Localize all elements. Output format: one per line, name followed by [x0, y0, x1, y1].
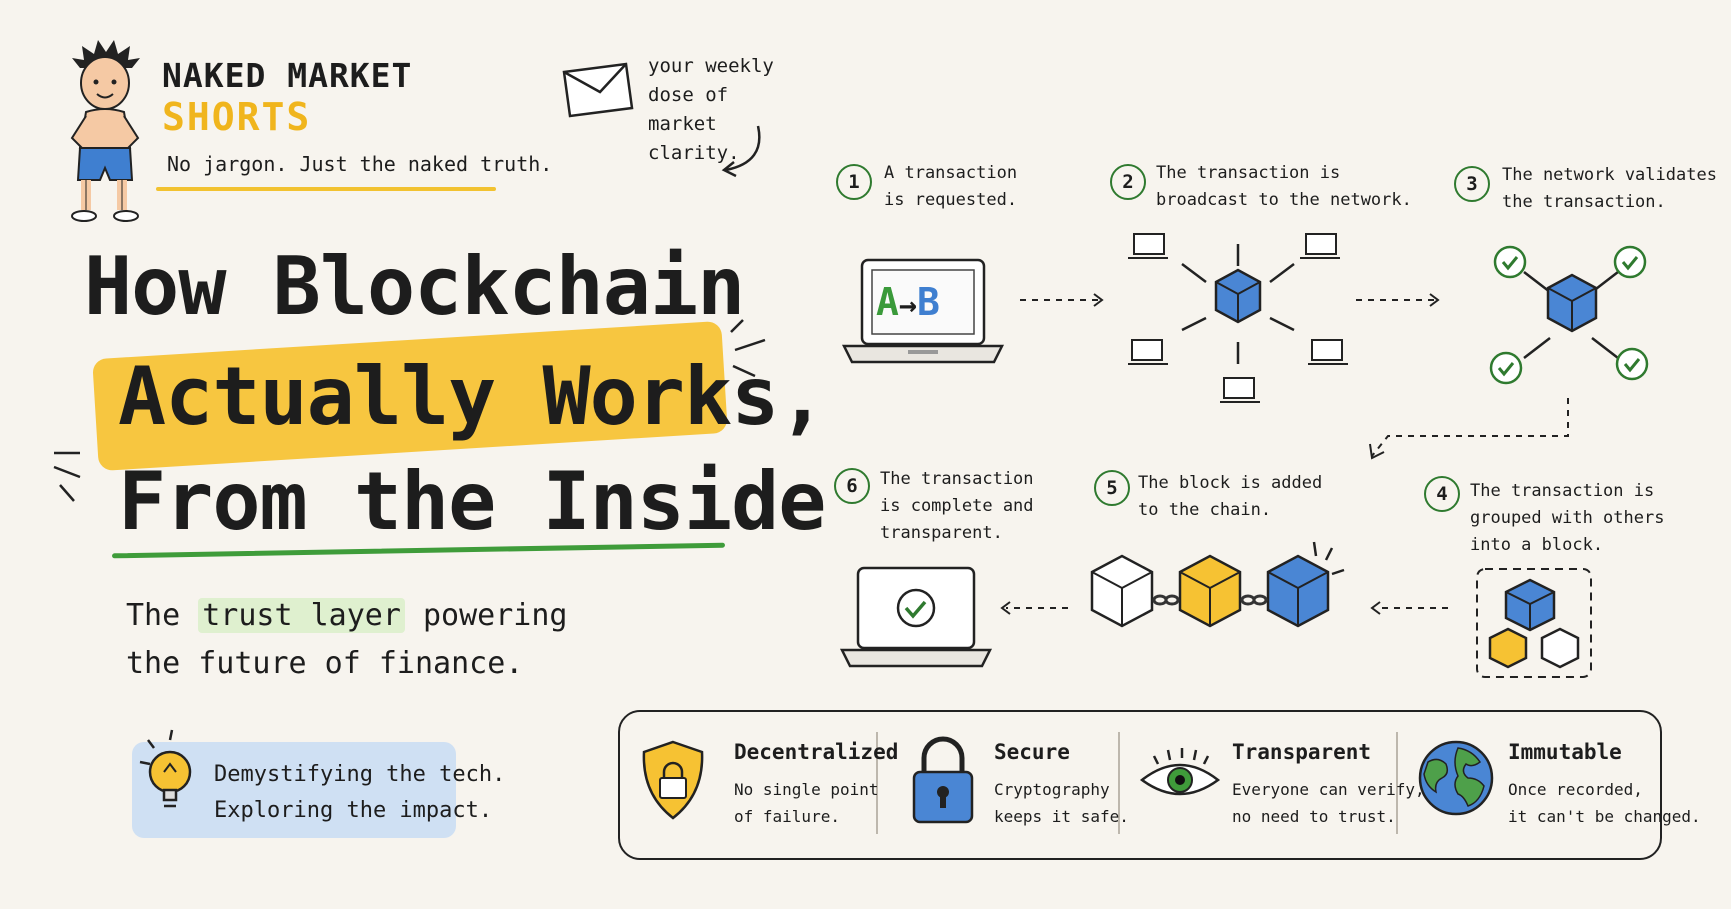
step-text-2: The transaction is broadcast to the netw…: [1156, 160, 1412, 214]
step-4-line3: into a block.: [1470, 535, 1604, 555]
feature-divider: [1396, 732, 1398, 834]
feature-0-line2: of failure.: [734, 807, 840, 826]
step-text-1: A transaction is requested.: [884, 160, 1017, 214]
brand-underline: [156, 187, 496, 191]
subtitle-pre: The: [126, 598, 199, 633]
network-broadcast-icon: [1128, 233, 1348, 403]
title-line-2: Actually Works,: [118, 350, 826, 443]
padlock-icon: [912, 736, 974, 824]
block-group-icon: [1476, 568, 1592, 678]
step-number-5: 5: [1094, 470, 1130, 506]
step-4-line1: The transaction is: [1470, 481, 1655, 501]
feature-desc-transparent: Everyone can verify, no need to trust.: [1232, 776, 1425, 830]
screen-from: A: [876, 280, 899, 324]
subtitle: The trust layer powering the future of f…: [126, 592, 568, 688]
subtitle-post: powering: [404, 598, 568, 633]
arrow-4-5: [1370, 601, 1448, 615]
feature-title-immutable: Immutable: [1508, 740, 1622, 764]
shield-lock-icon: [642, 740, 704, 820]
feature-title-transparent: Transparent: [1232, 740, 1372, 764]
step-1-line1: A transaction: [884, 163, 1018, 183]
step-text-6: The transaction is complete and transpar…: [880, 466, 1034, 547]
step-1-line2: is requested.: [884, 190, 1018, 210]
title-line-3: From the Inside: [118, 455, 826, 548]
callout-line2: Exploring the impact.: [214, 798, 493, 823]
callout-text: Demystifying the tech. Exploring the imp…: [214, 757, 505, 829]
newsletter-line2: dose of market: [648, 84, 729, 135]
emphasis-lines-icon: [730, 319, 766, 378]
step-4-line2: grouped with others: [1470, 508, 1665, 528]
feature-1-line1: Cryptography: [994, 780, 1110, 799]
step-5-line2: to the chain.: [1138, 500, 1272, 520]
step-6-line3: transparent.: [880, 523, 1003, 543]
feature-3-line2: it can't be changed.: [1508, 807, 1701, 826]
step-number-6: 6: [834, 468, 870, 504]
brand-name: NAKED MARKET: [162, 56, 413, 95]
feature-divider: [1118, 732, 1120, 834]
mascot-icon: [70, 40, 140, 222]
step-3-line1: The network validates: [1502, 165, 1717, 185]
features-panel: [618, 710, 1662, 860]
validation-icon: [1489, 245, 1649, 385]
feature-desc-secure: Cryptography keeps it safe.: [994, 776, 1129, 830]
step-number-2: 2: [1110, 164, 1146, 200]
eye-icon: [1139, 748, 1221, 796]
newsletter-line1: your weekly: [648, 55, 774, 77]
feature-divider: [876, 732, 878, 834]
step-number-4: 4: [1424, 476, 1460, 512]
feature-title-decentralized: Decentralized: [734, 740, 899, 764]
step-number-3: 3: [1454, 166, 1490, 202]
feature-0-line1: No single point: [734, 780, 879, 799]
step-2-line2: broadcast to the network.: [1156, 190, 1412, 210]
feature-title-secure: Secure: [994, 740, 1070, 764]
callout-box: [132, 742, 456, 838]
laptop-screen-text: A→B: [876, 280, 940, 324]
step-number-1: 1: [836, 164, 872, 200]
subtitle-highlight: trust layer: [198, 598, 405, 633]
step-text-5: The block is added to the chain.: [1138, 470, 1322, 524]
title-line-1: How Blockchain: [84, 240, 745, 333]
arrow-1-2: [1020, 293, 1104, 307]
screen-arrow: →: [898, 288, 917, 323]
feature-2-line2: no need to trust.: [1232, 807, 1396, 826]
step-5-line1: The block is added: [1138, 473, 1323, 493]
newsletter-line3: clarity.: [648, 142, 740, 164]
screen-to: B: [916, 280, 940, 324]
curved-arrow-icon: [721, 125, 761, 178]
brand-tagline: No jargon. Just the naked truth.: [167, 152, 553, 176]
step-text-4: The transaction is grouped with others i…: [1470, 478, 1664, 559]
subtitle-line2: the future of finance.: [126, 646, 524, 681]
step-2-line1: The transaction is: [1156, 163, 1341, 183]
step-6-line2: is complete and: [880, 496, 1034, 516]
feature-desc-decentralized: No single point of failure.: [734, 776, 879, 830]
callout-line1: Demystifying the tech.: [214, 762, 506, 787]
arrow-5-6: [1000, 601, 1068, 615]
laptop-complete-icon: [839, 566, 993, 668]
feature-3-line1: Once recorded,: [1508, 780, 1643, 799]
blockchain-icon: [1090, 541, 1345, 628]
feature-2-line1: Everyone can verify,: [1232, 780, 1425, 799]
feature-1-line2: keeps it safe.: [994, 807, 1129, 826]
brand-subname: SHORTS: [162, 95, 312, 139]
emphasis-lines-left-icon: [53, 451, 81, 502]
envelope-icon: [562, 62, 634, 118]
step-3-line2: the transaction.: [1502, 192, 1666, 212]
feature-desc-immutable: Once recorded, it can't be changed.: [1508, 776, 1701, 830]
step-text-3: The network validates the transaction.: [1502, 162, 1717, 216]
newsletter-text: your weekly dose of market clarity.: [648, 52, 808, 168]
globe-icon: [1418, 740, 1494, 816]
step-6-line1: The transaction: [880, 469, 1034, 489]
arrow-3-4: [1369, 398, 1569, 460]
laptop-request-icon: [841, 258, 1005, 364]
arrow-2-3: [1356, 293, 1440, 307]
lightbulb-icon: [139, 729, 192, 808]
